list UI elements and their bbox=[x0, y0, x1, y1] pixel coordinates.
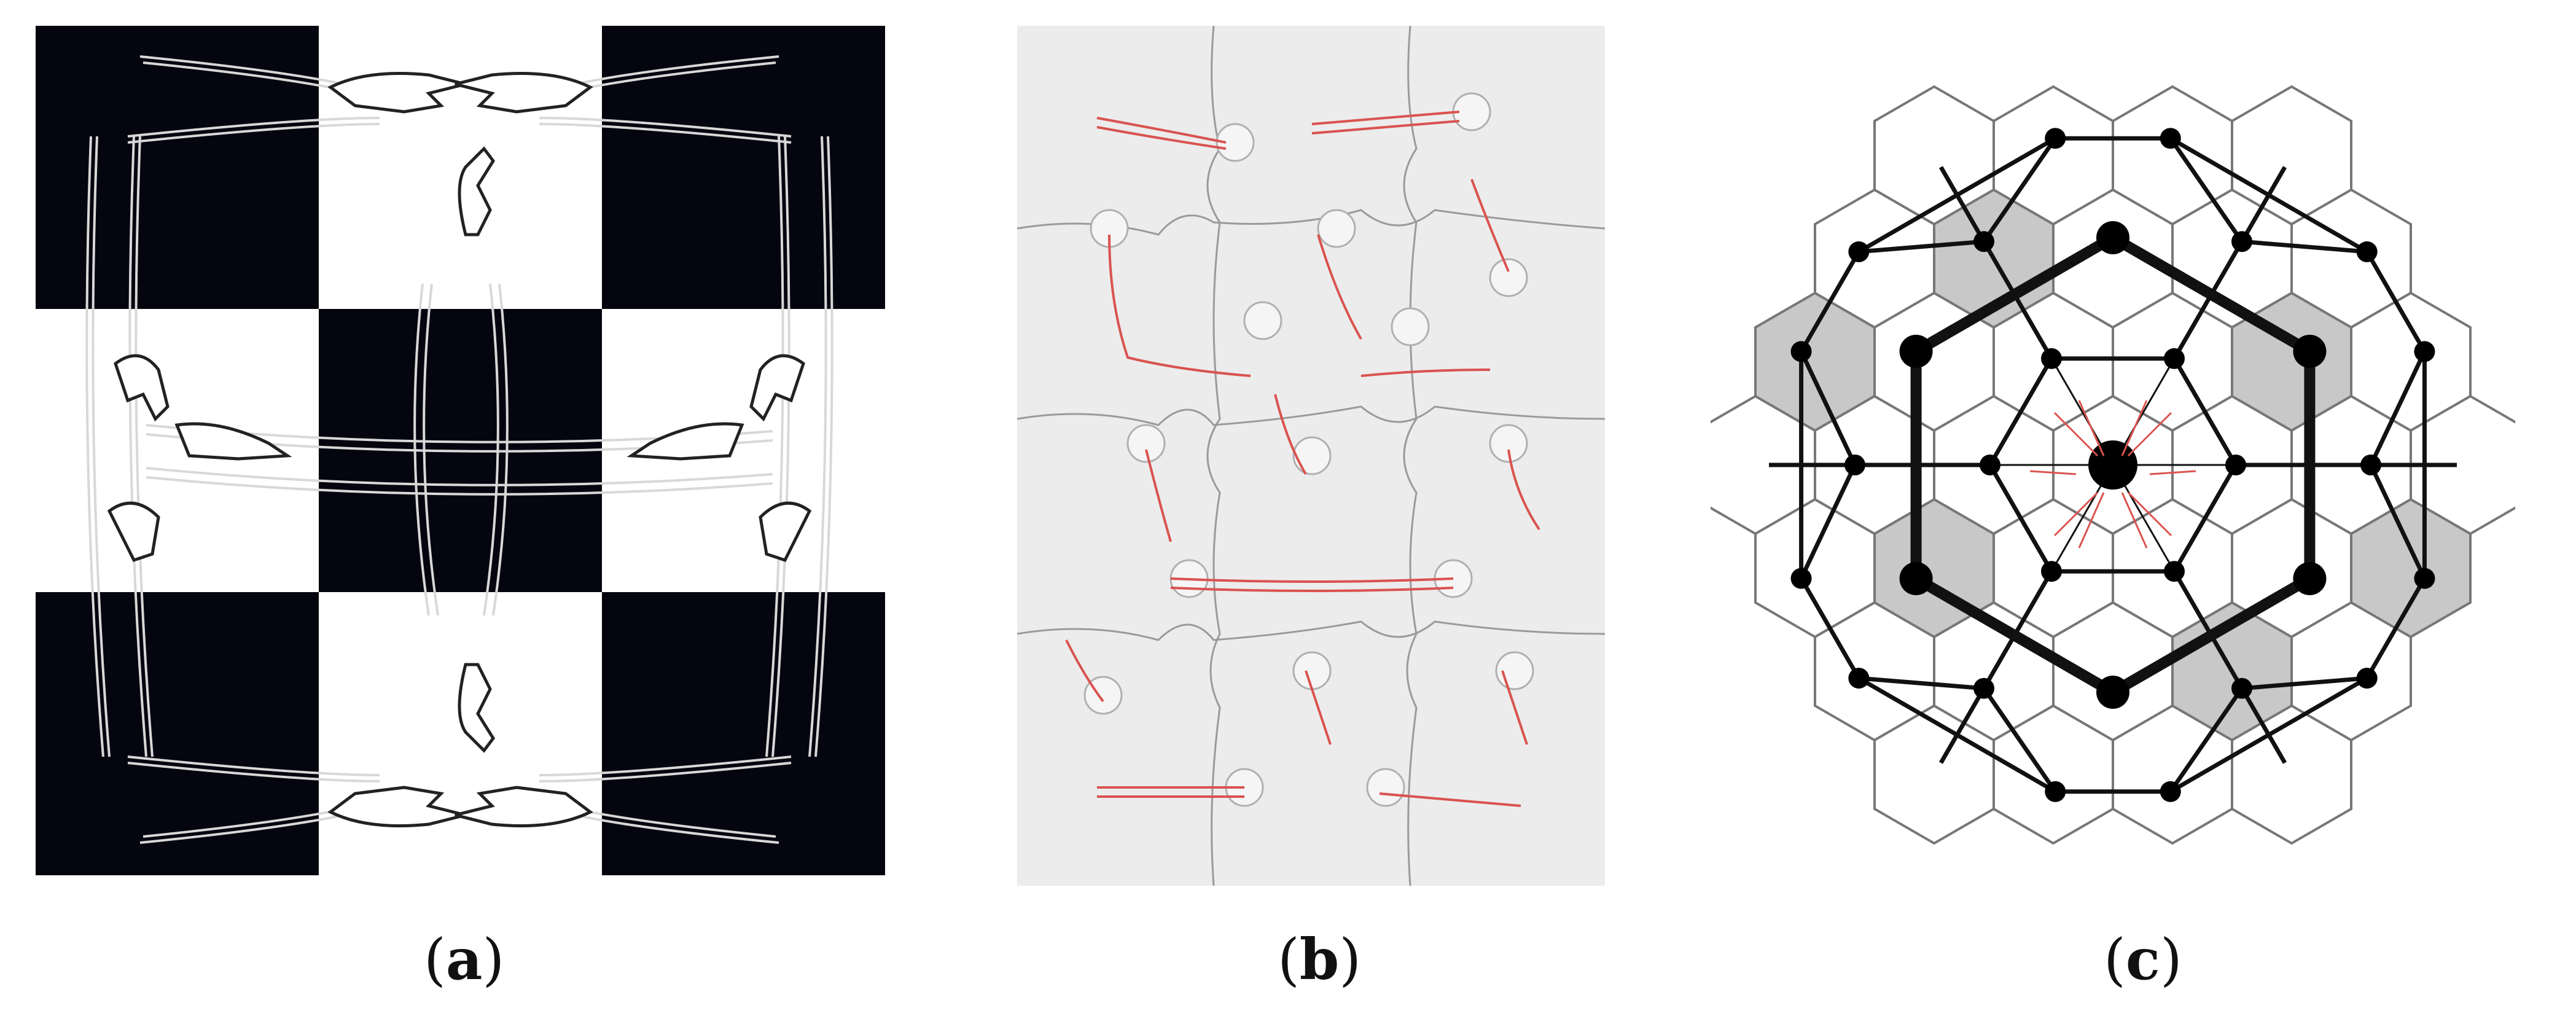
graph-node bbox=[1790, 341, 1812, 362]
graph-node bbox=[1899, 562, 1933, 595]
graph-edge bbox=[2239, 166, 2287, 243]
graph-edge bbox=[1799, 464, 1857, 580]
graph-edge bbox=[1988, 357, 2054, 466]
graph-edge bbox=[2172, 357, 2238, 466]
checkerboard-figure bbox=[36, 26, 885, 875]
graph-edge bbox=[2241, 239, 2367, 254]
graph-edge bbox=[2172, 240, 2244, 360]
puzzle-panel bbox=[1017, 26, 1605, 886]
board-square-light bbox=[319, 592, 602, 875]
hex-lattice-figure bbox=[1711, 85, 2515, 845]
graph-node bbox=[2045, 781, 2066, 802]
graph-node bbox=[2041, 561, 2062, 582]
red-hand-drawings bbox=[1065, 111, 1540, 807]
graph-node bbox=[2356, 668, 2378, 689]
graph-edge bbox=[1988, 464, 2054, 572]
graph-node bbox=[2088, 440, 2137, 490]
graph-edge bbox=[2168, 687, 2244, 793]
graph-edge bbox=[2169, 676, 2368, 794]
graph-node bbox=[2360, 455, 2381, 475]
graph-edge bbox=[2368, 464, 2427, 580]
graph-node bbox=[2160, 781, 2181, 802]
graph-edge bbox=[2172, 570, 2244, 690]
graph-edge bbox=[1857, 136, 2056, 254]
graph-node bbox=[2231, 231, 2252, 252]
graph-edge bbox=[1981, 570, 2054, 690]
hexagon-cell bbox=[2410, 394, 2515, 536]
graph-edge bbox=[1859, 676, 1985, 691]
graph-node bbox=[2293, 335, 2327, 368]
graph-node bbox=[2414, 568, 2435, 589]
graph-edge bbox=[2168, 137, 2244, 243]
graph-edge bbox=[2365, 251, 2427, 353]
graph-edge bbox=[1982, 687, 2058, 793]
graph-nodes bbox=[1790, 128, 2435, 802]
puzzle-figure bbox=[1017, 26, 1605, 886]
graph-node bbox=[2164, 561, 2185, 582]
hexagon-grid bbox=[1711, 85, 2515, 845]
graph-edge bbox=[2239, 687, 2287, 764]
graph-edge bbox=[1859, 239, 1985, 254]
graph-edge bbox=[1982, 137, 2058, 243]
graph-node bbox=[1848, 668, 1870, 689]
graph-node bbox=[2164, 348, 2185, 369]
graph-node bbox=[2231, 677, 2252, 699]
hex-lattice-panel bbox=[1711, 32, 2515, 886]
panel-label-a: (a) bbox=[424, 926, 505, 993]
graph-node bbox=[2045, 128, 2066, 149]
graph-node bbox=[1790, 568, 1812, 589]
graph-edge bbox=[1799, 251, 1861, 353]
graph-edge bbox=[2241, 676, 2367, 691]
graph-node bbox=[1848, 241, 1870, 262]
graph-node bbox=[1973, 677, 1994, 699]
panel-label-b: (b) bbox=[1278, 926, 1362, 993]
hand-outlines bbox=[107, 72, 812, 827]
puzzle-knobs bbox=[1083, 92, 1534, 807]
graph-node bbox=[2225, 455, 2246, 475]
center-red-hands bbox=[2029, 400, 2196, 548]
graph-edge bbox=[1799, 350, 1857, 466]
graph-node bbox=[1973, 231, 1994, 252]
graph-edge bbox=[2169, 136, 2368, 254]
graph-node bbox=[2041, 348, 2062, 369]
graph-edge bbox=[1981, 240, 2054, 360]
graph-edge bbox=[2365, 577, 2427, 679]
graph-edge bbox=[1938, 166, 1986, 243]
graph-node bbox=[2096, 676, 2129, 709]
graph-edge bbox=[1799, 577, 1861, 679]
graph-node bbox=[2293, 562, 2327, 595]
panel-label-c: (c) bbox=[2104, 926, 2182, 993]
checkerboard-panel bbox=[36, 26, 885, 875]
graph-edge bbox=[2172, 464, 2238, 572]
puzzle-seams bbox=[1017, 26, 1605, 886]
graph-node bbox=[2096, 221, 2129, 254]
graph-node bbox=[1980, 455, 2000, 475]
arm-outlines bbox=[85, 55, 833, 844]
graph-edge bbox=[1857, 676, 2056, 794]
graph-node bbox=[2414, 341, 2435, 362]
board-square-light bbox=[319, 26, 602, 309]
graph-node bbox=[1844, 455, 1865, 475]
graph-node bbox=[2160, 128, 2181, 149]
graph-node bbox=[1899, 335, 1933, 368]
graph-edge bbox=[1938, 687, 1986, 764]
graph-edges bbox=[1769, 136, 2457, 794]
graph-edge bbox=[2368, 350, 2427, 466]
graph-node bbox=[2356, 241, 2378, 262]
